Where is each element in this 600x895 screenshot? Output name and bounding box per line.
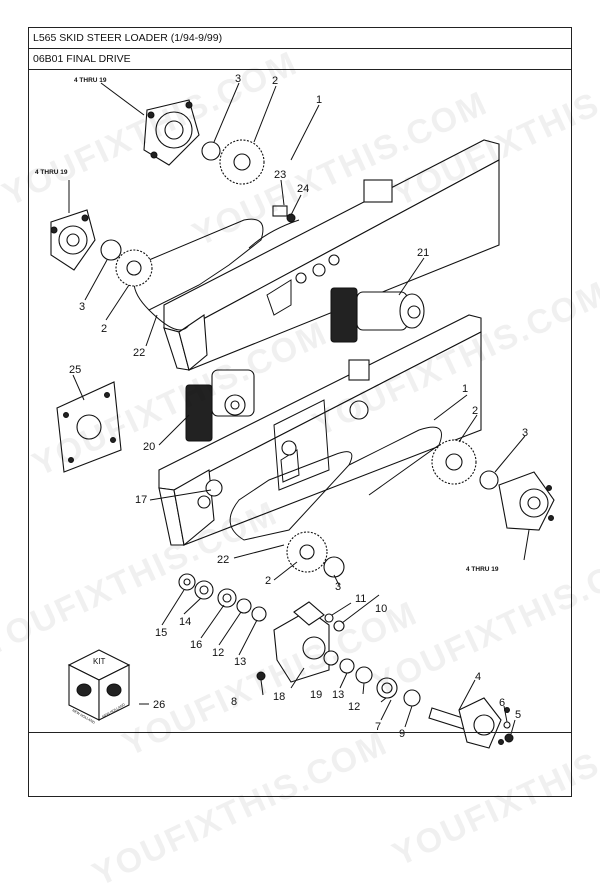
callout-17: 17 [135, 494, 147, 506]
callout-4-thru-19-left: 4 THRU 19 [35, 169, 68, 176]
callout-1-lower: 1 [462, 383, 468, 395]
nut-5 [504, 733, 514, 743]
callout-1-top: 1 [316, 94, 322, 106]
bolt-23 [272, 205, 296, 223]
top-hub-assembly [143, 99, 200, 166]
callout-3-right: 3 [522, 427, 528, 439]
footer-area [29, 732, 571, 796]
callout-26: 26 [153, 699, 165, 711]
nut-10 [333, 620, 345, 632]
callout-13-upper: 13 [234, 656, 246, 668]
callout-2-right: 2 [472, 405, 478, 417]
callout-7: 7 [375, 721, 381, 733]
lower-drive-motor [185, 369, 255, 442]
upper-chain-case [163, 139, 500, 371]
lower-sprocket [286, 531, 328, 573]
page-title: L565 SKID STEER LOADER (1/94-9/99) [29, 28, 571, 49]
lower-oring [323, 556, 345, 578]
callout-3-left: 3 [79, 301, 85, 313]
callout-4-thru-19-top: 4 THRU 19 [74, 77, 107, 84]
callout-3-lower: 3 [335, 581, 341, 593]
bolt-8 [256, 671, 266, 681]
callout-2-lower: 2 [265, 575, 271, 587]
callout-24: 24 [297, 183, 309, 195]
callout-20: 20 [143, 441, 155, 453]
washer-11 [324, 613, 334, 623]
callout-13-lower: 13 [332, 689, 344, 701]
section-title: 06B01 FINAL DRIVE [29, 49, 571, 70]
callouts: 4 THRU 19 3 2 1 23 24 4 THRU 19 3 2 22 2… [35, 73, 528, 740]
left-sprocket [115, 249, 153, 287]
kit-label: KIT [93, 657, 106, 666]
page-frame: L565 SKID STEER LOADER (1/94-9/99) 06B01… [28, 27, 572, 797]
callout-25: 25 [69, 364, 81, 376]
upper-drive-motor [330, 287, 425, 343]
callout-19: 19 [310, 689, 322, 701]
kit-box: KIT NEW HOLLAND NEW HOLLAND [67, 649, 131, 725]
callout-23: 23 [274, 169, 286, 181]
right-hub-assembly [498, 471, 555, 531]
mounting-plate [56, 381, 122, 473]
callout-3-top: 3 [235, 73, 241, 85]
callout-16: 16 [190, 639, 202, 651]
callout-12-lower: 12 [348, 701, 360, 713]
callout-22-lower: 22 [217, 554, 229, 566]
callout-8: 8 [231, 696, 237, 708]
bearing-stack-lower [323, 650, 421, 707]
callout-4-thru-19-right: 4 THRU 19 [466, 566, 499, 573]
callout-15: 15 [155, 627, 167, 639]
callout-9: 9 [399, 728, 405, 740]
callout-18: 18 [273, 691, 285, 703]
left-hub-assembly [50, 209, 96, 271]
top-oring [201, 141, 221, 161]
callout-2-top: 2 [272, 75, 278, 87]
bearing-bracket [273, 601, 330, 683]
callout-14: 14 [179, 616, 191, 628]
callout-22-upper: 22 [133, 347, 145, 359]
right-oring [479, 470, 499, 490]
callout-6: 6 [499, 697, 505, 709]
left-oring [100, 239, 122, 261]
callout-5: 5 [515, 709, 521, 721]
top-sprocket [219, 139, 265, 185]
bearing-stack-upper [178, 573, 267, 622]
stud-6 [503, 721, 511, 729]
right-sprocket [431, 439, 477, 485]
callout-21: 21 [417, 247, 429, 259]
callout-4: 4 [475, 671, 481, 683]
axle-shaft [428, 697, 510, 749]
callout-12-upper: 12 [212, 647, 224, 659]
callout-10: 10 [375, 603, 387, 615]
leader-lines [68, 82, 530, 735]
callout-2-left: 2 [101, 323, 107, 335]
exploded-diagram: KIT NEW HOLLAND NEW HOLLAND [35, 73, 555, 749]
callout-11: 11 [355, 593, 366, 605]
